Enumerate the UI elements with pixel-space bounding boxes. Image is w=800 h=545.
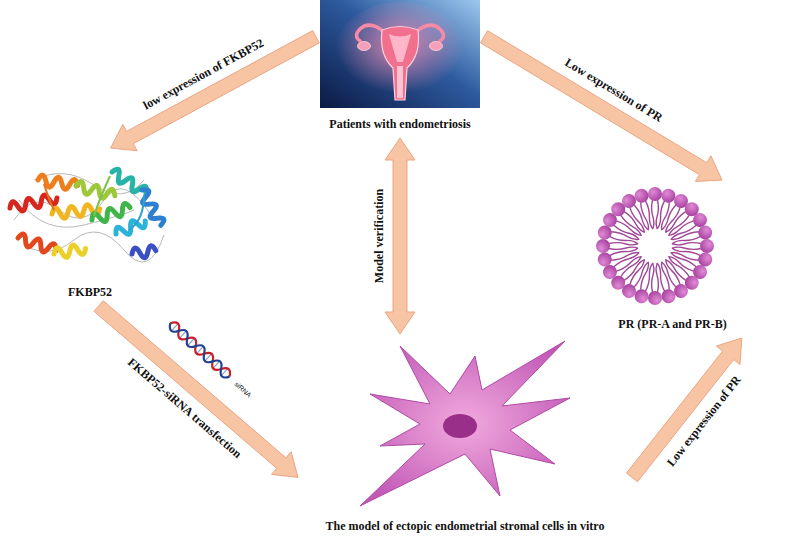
- caption-row: Patients with endometriosis: [318, 110, 482, 132]
- thick-arrow: [94, 301, 298, 478]
- thick-arrow: [627, 338, 742, 482]
- arrow-label: Model verification: [372, 189, 386, 283]
- node-caption: FKBP52: [68, 285, 112, 299]
- receptor-micelle-illustration: [590, 182, 755, 310]
- node-caption: PR (PR-A and PR-B): [618, 317, 726, 331]
- illustration-space: [590, 182, 755, 310]
- thick-arrow: [385, 138, 415, 334]
- caption-row: FKBP52: [4, 278, 176, 300]
- protein-structure-illustration: [4, 150, 176, 278]
- illustrated-node: PR (PR-A and PR-B): [590, 182, 755, 336]
- illustrated-node: The model of ectopic endometrial stromal…: [300, 336, 630, 538]
- node-caption: The model of ectopic endometrial stromal…: [326, 519, 605, 533]
- illustrated-node: FKBP52: [4, 150, 176, 304]
- stromal-cell-illustration: [300, 336, 630, 512]
- uterus-illustration: [320, 0, 480, 108]
- node-caption: Patients with endometriosis: [329, 117, 470, 131]
- illustration-space: [300, 336, 630, 512]
- thick-arrow: [480, 31, 722, 182]
- illustrated-node: Patients with endometriosis: [318, 0, 482, 136]
- strand-label: siRNA: [233, 379, 254, 399]
- illustration-space: [318, 0, 482, 110]
- caption-row: The model of ectopic endometrial stromal…: [300, 512, 630, 534]
- thick-arrow: [111, 31, 320, 151]
- caption-row: PR (PR-A and PR-B): [590, 310, 755, 332]
- illustration-space: [4, 150, 176, 278]
